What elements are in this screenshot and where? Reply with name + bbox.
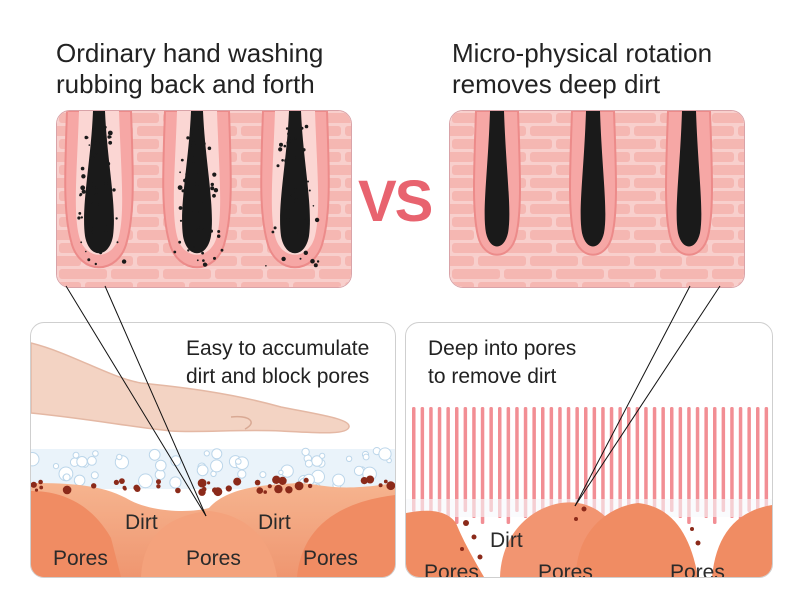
follicle-clean-illustration [450, 111, 744, 287]
follicle-left-1 [64, 111, 134, 269]
pores-label-right-2: Pores [538, 561, 593, 578]
skin-layer [406, 510, 484, 577]
pores-label-1: Pores [53, 547, 108, 570]
follicle-right-3 [665, 111, 713, 256]
pores-label-right-1: Pores [424, 561, 479, 578]
left-skin-panel: Easy to accumulate dirt and block pores … [30, 322, 396, 578]
dirt-label-1: Dirt [125, 511, 158, 534]
left-follicle-panel [56, 110, 352, 288]
vs-text: VS [358, 169, 433, 234]
follicle-left-2 [162, 111, 232, 269]
follicle-dirty-illustration [57, 111, 351, 287]
dirt-specks [77, 124, 320, 268]
left-caption: Easy to accumulate dirt and block pores [186, 337, 370, 388]
dirt-label-right: Dirt [490, 529, 523, 552]
right-skin-panel: Deep into pores to remove dirt Dirt Pore… [405, 322, 773, 578]
pores-label-right-3: Pores [670, 561, 725, 578]
dirt-label-2: Dirt [258, 511, 291, 534]
right-title: Micro-physical rotation removes deep dir… [452, 38, 713, 99]
pores-label-3: Pores [303, 547, 358, 570]
right-caption: Deep into pores to remove dirt [428, 337, 577, 388]
left-title: Ordinary hand washing rubbing back and f… [56, 38, 324, 99]
pores-label-2: Pores [186, 547, 241, 570]
follicle-right-2 [569, 111, 617, 256]
right-follicle-panel [449, 110, 745, 288]
follicle-right-1 [473, 111, 521, 256]
